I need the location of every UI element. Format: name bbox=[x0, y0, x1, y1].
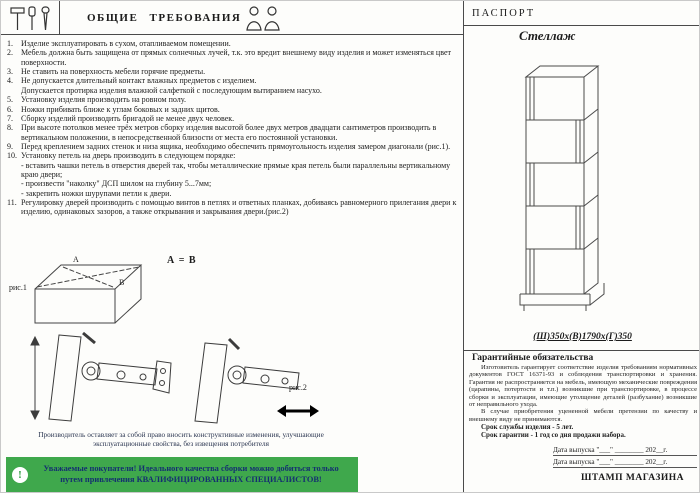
two-people-icon bbox=[246, 6, 280, 31]
hinge-adjustment-diagram-left bbox=[30, 331, 172, 422]
item-number: 6. bbox=[7, 104, 13, 114]
item-text: При высоте потолков менее трёх метров сб… bbox=[21, 123, 437, 142]
figure2-label: рис.2 bbox=[289, 383, 307, 392]
warranty-title: Гарантийные обязательства bbox=[472, 353, 594, 363]
item-text: Мебель должна быть защищена от прямых со… bbox=[21, 48, 451, 67]
item-number: 2. bbox=[7, 48, 13, 58]
item-text: Установку петель на дверь производить в … bbox=[21, 151, 451, 198]
product-dimensions: (Ш)350х(В)1790х(Г)350 bbox=[533, 332, 632, 342]
diagonal-check-diagram: А В bbox=[34, 255, 143, 324]
item-number: 5. bbox=[7, 95, 13, 105]
hinge-adjustment-diagram-right bbox=[194, 337, 319, 424]
list-item: 8. При высоте потолков менее трёх метров … bbox=[7, 123, 459, 142]
list-item: 1. Изделие эксплуатировать в сухом, отапл… bbox=[7, 39, 459, 48]
passport-rule bbox=[464, 25, 699, 26]
passport-title: ПАСПОРТ bbox=[472, 8, 536, 19]
list-item: 7. Сборку изделий производить бригадой не… bbox=[7, 114, 459, 123]
column-divider bbox=[463, 1, 464, 492]
release-date-row: Дата выпуска "___" ________ 202__г. bbox=[553, 444, 697, 456]
item-text: Не ставить на поверхность мебели горячие… bbox=[21, 67, 206, 77]
list-item: 11. Регулировку дверей производить с помо… bbox=[7, 198, 459, 217]
passport-column: ПАСПОРТ Стеллаж (Ш)350х(В)1790 bbox=[464, 1, 699, 492]
release-date-row: Дата выпуска "___" ________ 202__г. bbox=[553, 456, 697, 468]
service-life: Срок службы изделия - 5 лет. bbox=[481, 423, 574, 431]
item-number: 7. bbox=[7, 113, 13, 123]
list-item: 5. Установку изделия производить на ровно… bbox=[7, 95, 459, 104]
general-requirements-title: ОБЩИЕ ТРЕБОВАНИЯ bbox=[87, 12, 242, 24]
list-item: 4. Не допускается длительный контакт влаж… bbox=[7, 76, 459, 95]
warranty-paragraph: Изготовитель гарантирует соответствие из… bbox=[469, 364, 697, 408]
list-item: 3. Не ставить на поверхность мебели горяч… bbox=[7, 67, 459, 76]
alert-icon: ! bbox=[12, 466, 28, 483]
product-name: Стеллаж bbox=[519, 28, 576, 43]
diagonal-b-label: В bbox=[119, 278, 124, 287]
list-item: 9. Перед креплением задних стенок и низа … bbox=[7, 142, 459, 151]
item-number: 4. bbox=[7, 76, 13, 86]
header-rule bbox=[1, 34, 463, 35]
warranty-section: Изготовитель гарантирует соответствие из… bbox=[469, 364, 697, 483]
requirements-list: 1. Изделие эксплуатировать в сухом, отапл… bbox=[7, 39, 459, 217]
list-item: 10. Установку петель на дверь производить… bbox=[7, 151, 459, 198]
a-equals-b-label: А = В bbox=[167, 255, 197, 266]
item-text: Не допускается длительный контакт влажны… bbox=[21, 76, 322, 95]
quality-notice: ! Уважаемые покупатели! Идеального качес… bbox=[6, 457, 358, 492]
notice-text: Уважаемые покупатели! Идеального качеств… bbox=[43, 464, 339, 484]
item-text: Ножки прибивать ближе к углам боковых и … bbox=[21, 104, 220, 114]
shelving-unit-drawing bbox=[519, 65, 605, 311]
header-divider bbox=[59, 1, 60, 34]
item-number: 3. bbox=[7, 67, 13, 77]
release-dates: Дата выпуска "___" ________ 202__г. Дата… bbox=[553, 444, 697, 468]
warranty-body: Изготовитель гарантирует соответствие из… bbox=[469, 364, 697, 423]
list-item: 6. Ножки прибивать ближе к углам боковых … bbox=[7, 105, 459, 114]
tools-icon bbox=[10, 6, 50, 31]
manufacturer-note: Производитель оставляет за собой право в… bbox=[38, 430, 324, 449]
warranty-rule bbox=[464, 350, 699, 351]
item-text: Сборку изделий производить бригадой не м… bbox=[21, 113, 235, 123]
store-stamp-label: ШТАМП МАГАЗИНА bbox=[581, 472, 685, 483]
item-number: 9. bbox=[7, 141, 13, 151]
figure1-label: рис.1 bbox=[9, 283, 27, 292]
item-text: Установку изделия производить на ровном … bbox=[21, 95, 186, 105]
item-text: Перед креплением задних стенок и низа ящ… bbox=[21, 141, 451, 151]
item-number: 10. bbox=[7, 151, 17, 161]
item-number: 8. bbox=[7, 123, 13, 133]
item-number: 11. bbox=[7, 198, 17, 208]
item-number: 1. bbox=[7, 39, 13, 48]
diagonal-a-label: А bbox=[73, 255, 79, 264]
item-text: Регулировку дверей производить с помощью… bbox=[21, 198, 457, 217]
warranty-period: Срок гарантии - 1 год со дня продажи наб… bbox=[481, 431, 626, 440]
item-text: Изделие эксплуатировать в сухом, отаплив… bbox=[21, 39, 231, 48]
list-item: 2. Мебель должна быть защищена от прямых … bbox=[7, 48, 459, 67]
discount-paragraph: В случае приобретения уцененной мебели п… bbox=[469, 408, 697, 423]
